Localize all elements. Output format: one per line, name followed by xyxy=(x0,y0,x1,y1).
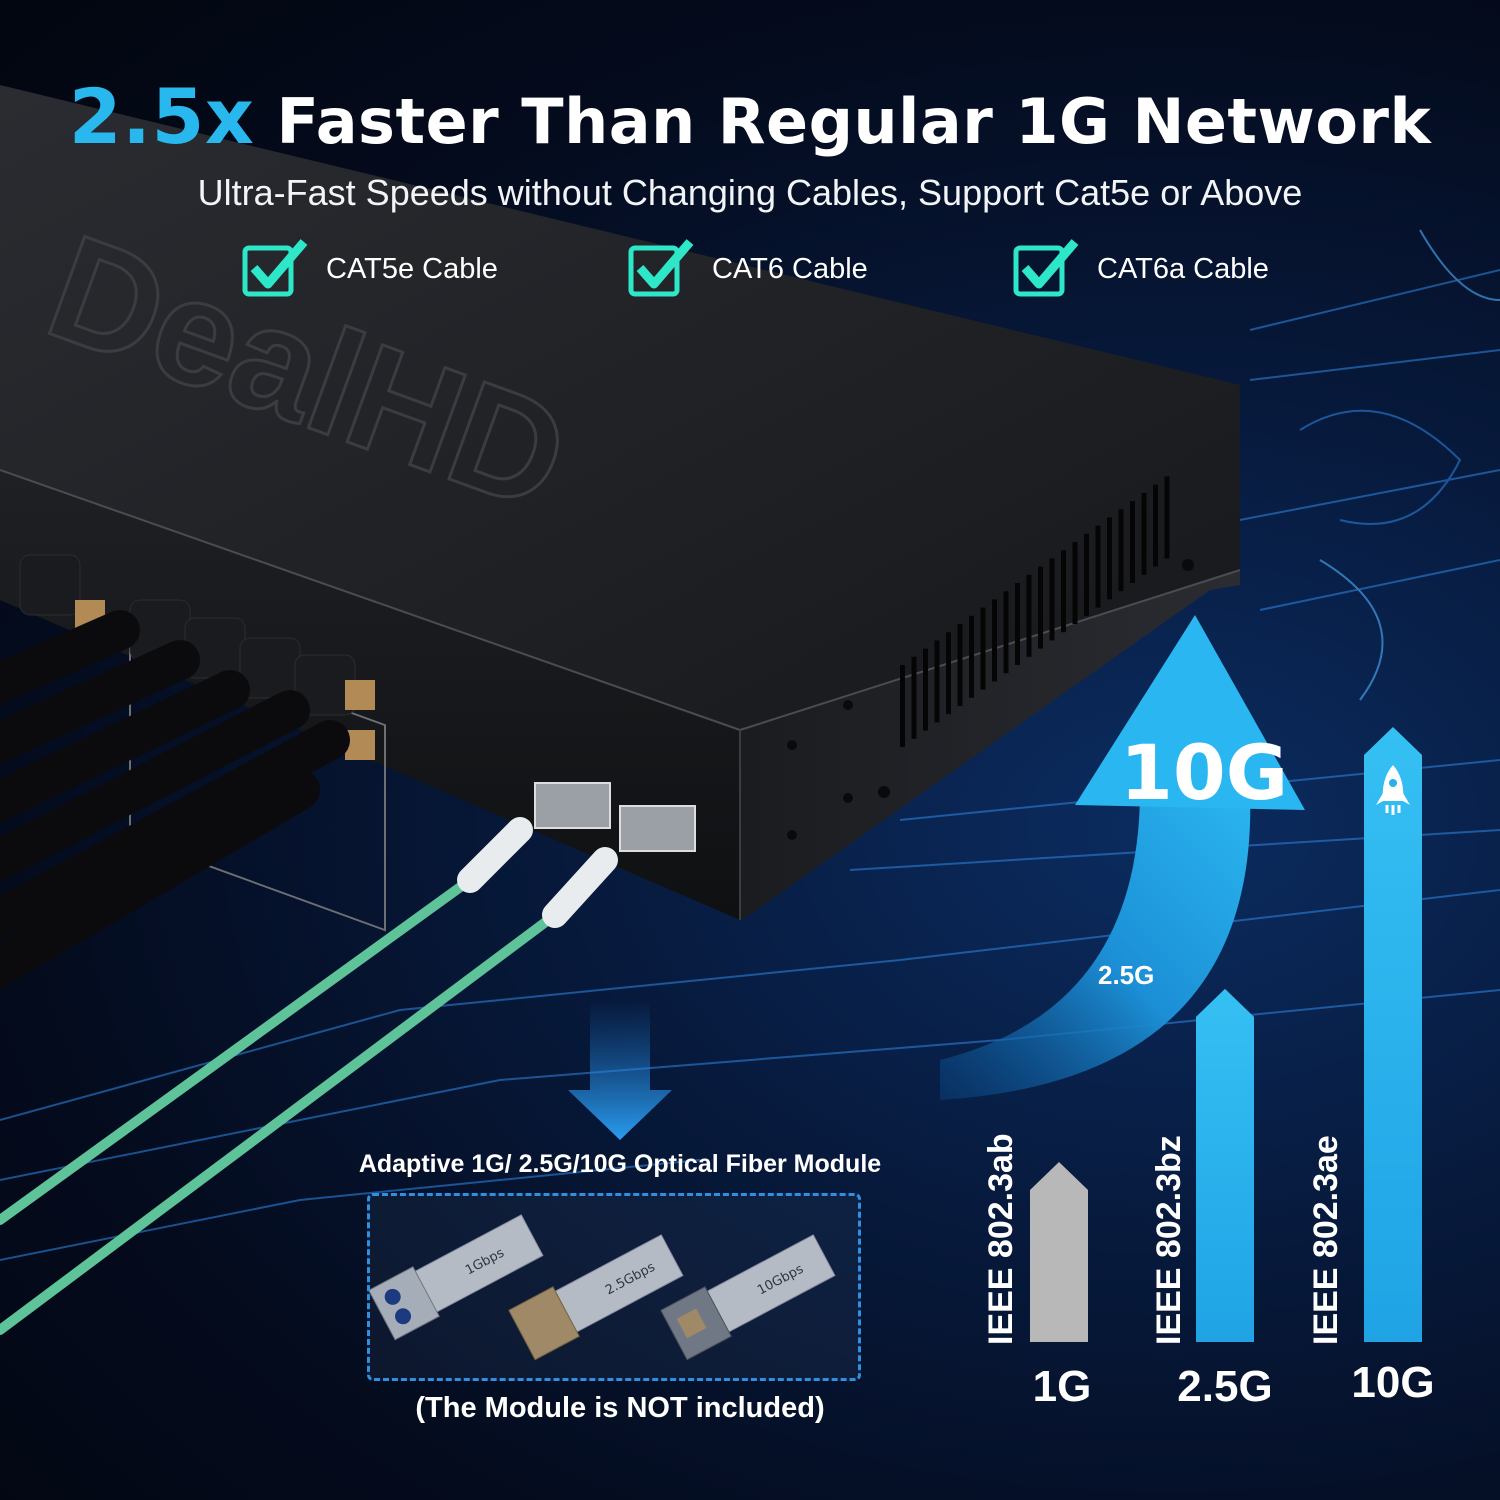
vent-slot xyxy=(1118,509,1124,592)
speed-label-25g: 2.5G xyxy=(1177,1362,1273,1411)
vent-slot xyxy=(992,599,997,682)
page-subtitle: Ultra-Fast Speeds without Changing Cable… xyxy=(197,172,1303,213)
cable-label: CAT6a Cable xyxy=(1097,252,1269,285)
vent-slot xyxy=(900,665,905,747)
checkbox-check-icon xyxy=(242,239,308,297)
module-title: Adaptive 1G/ 2.5G/10G Optical Fiber Modu… xyxy=(358,1150,882,1178)
standard-label-10g: IEEE 802.3ae xyxy=(1307,1135,1345,1345)
vent-slot xyxy=(1153,484,1158,567)
vent-slot xyxy=(1049,558,1055,641)
vent-slot xyxy=(934,640,940,723)
cable-label: CAT5e Cable xyxy=(326,252,498,285)
ethernet-cables xyxy=(0,610,350,990)
vent-slot xyxy=(946,632,951,715)
standard-label-25g: IEEE 802.3bz xyxy=(1150,1135,1188,1345)
vent-slot xyxy=(1003,591,1009,674)
arc-label-25g: 2.5G xyxy=(1098,960,1155,990)
vent-slot xyxy=(969,615,974,698)
speed-label-10g: 10G xyxy=(1351,1358,1435,1407)
speed-bar-25g xyxy=(1196,988,1254,1342)
vent-slot xyxy=(923,648,928,731)
speed-bar-1g xyxy=(1030,1162,1088,1342)
title-text: Faster Than Regular 1G Network xyxy=(276,85,1432,158)
vent-slot xyxy=(1026,574,1032,657)
vent-slot xyxy=(911,656,917,739)
vent-slot xyxy=(1072,542,1078,624)
title-accent: 2.5x xyxy=(68,72,255,161)
side-vents xyxy=(900,476,1170,747)
vent-slot xyxy=(1015,583,1020,665)
vent-slot xyxy=(1164,476,1170,559)
standard-label-1g: IEEE 802.3ab xyxy=(982,1133,1020,1345)
speed-bar-10g xyxy=(1364,727,1422,1342)
vent-slot xyxy=(1095,525,1101,608)
vent-slot xyxy=(957,624,963,706)
page-title: 2.5x Faster Than Regular 1G Network xyxy=(0,72,1500,161)
checkbox-check-icon xyxy=(628,239,694,297)
fiber-cables xyxy=(0,817,618,1335)
sfp-modules: 1Gbps 2.5Gbps 10Gbps xyxy=(368,1214,836,1361)
rocket-icon xyxy=(1376,765,1410,815)
speed-arc-arrow xyxy=(940,615,1305,1100)
vent-slot xyxy=(1038,566,1043,649)
module-note: (The Module is NOT included) xyxy=(415,1392,825,1424)
speed-bars xyxy=(1030,727,1422,1342)
vent-slot xyxy=(1061,550,1066,633)
vent-slot xyxy=(1141,492,1147,575)
down-arrow-icon xyxy=(568,1000,672,1140)
cable-item-cat6: CAT6 Cable xyxy=(628,238,868,300)
cable-item-cat6a: CAT6a Cable xyxy=(1013,238,1269,300)
vent-slot xyxy=(1107,517,1112,600)
cable-item-cat5e: CAT5e Cable xyxy=(242,238,498,300)
speed-label-1g: 1G xyxy=(1032,1362,1092,1411)
module-panel xyxy=(367,1193,861,1381)
vent-slot xyxy=(1084,533,1089,616)
network-switch: DealHD xyxy=(0,85,1241,990)
sfp-ports xyxy=(534,782,696,852)
arc-label-10g: 10G xyxy=(1120,728,1289,817)
vent-slot xyxy=(1130,501,1135,583)
vent-slot xyxy=(980,607,986,690)
checkbox-check-icon xyxy=(1013,239,1079,297)
cable-label: CAT6 Cable xyxy=(712,252,868,285)
